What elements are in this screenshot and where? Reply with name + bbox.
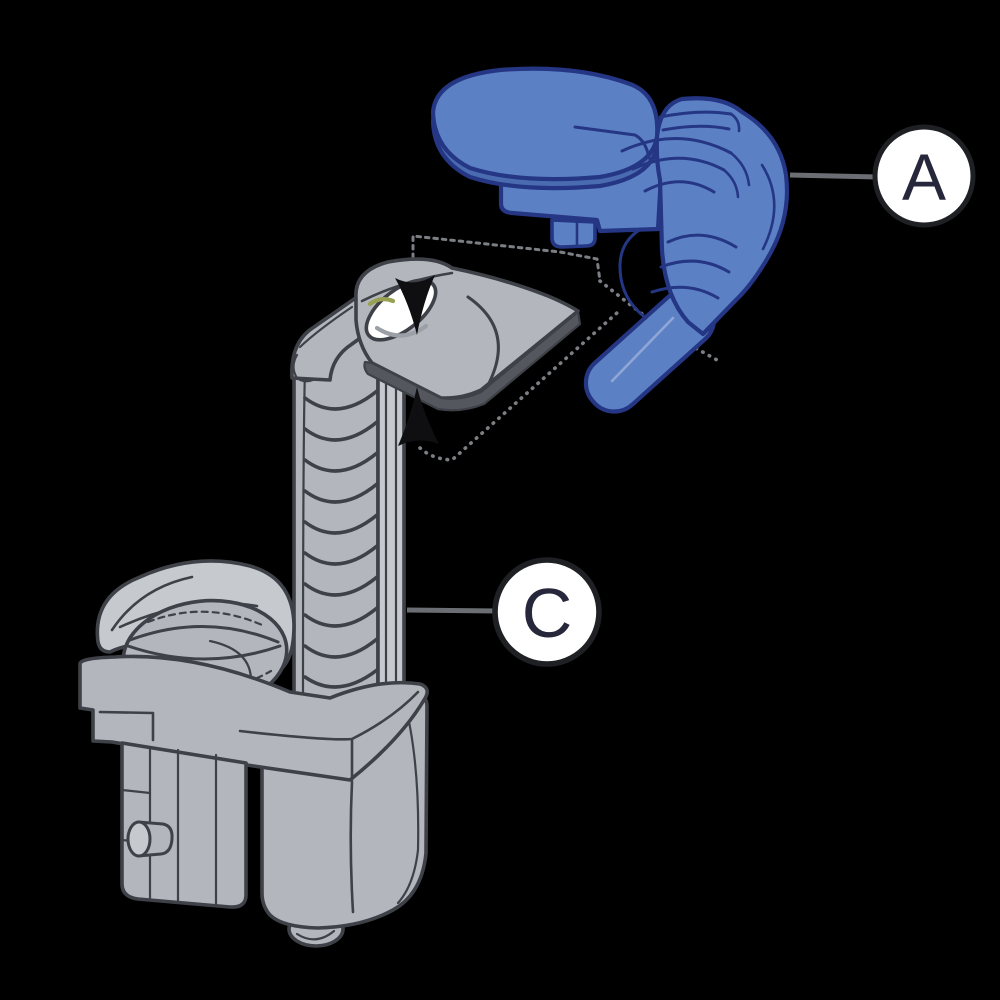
- dish-rim-line: [126, 644, 282, 661]
- neck-tip-line: [292, 353, 317, 383]
- rib-line: [303, 513, 379, 535]
- leader-line-a: [789, 172, 879, 180]
- dish-stipple-arc: [146, 610, 264, 627]
- contour-line: [631, 156, 726, 172]
- rib-line: [303, 544, 379, 566]
- contour-line: [650, 285, 720, 300]
- hole-shadow-arc: [374, 323, 429, 338]
- arm-highlight-line: [610, 316, 675, 383]
- contour-line: [618, 227, 648, 320]
- hook-clamp: [654, 96, 790, 337]
- callout-c-label: C: [522, 574, 573, 652]
- plate-crease-line: [466, 295, 500, 389]
- contour-line: [643, 180, 716, 194]
- rib-line: [303, 575, 379, 597]
- locking-pin-cap: [126, 820, 152, 858]
- rib-line: [303, 451, 379, 473]
- slab-right-crease: [396, 698, 420, 905]
- plate-under-edge: [363, 310, 582, 412]
- rib-line: [303, 606, 379, 628]
- hole-glint: [367, 296, 396, 307]
- shell-fold-line: [110, 575, 194, 632]
- rib-line: [303, 482, 379, 504]
- part-a-chin-support: [430, 66, 790, 414]
- contour-line: [661, 124, 731, 132]
- contour-line: [666, 233, 738, 249]
- rib-line: [303, 420, 379, 442]
- part-a-contour-lines: [573, 110, 776, 320]
- contour-line: [722, 168, 740, 199]
- dish-rim-line: [128, 625, 280, 644]
- oval-top-plate: [430, 66, 660, 182]
- rib-line: [303, 637, 379, 659]
- collar-notch: [98, 710, 155, 742]
- callout-a-label: A: [902, 140, 946, 214]
- down-arrow-icon: [395, 275, 435, 335]
- contour-line: [620, 137, 733, 155]
- bite-peg: [550, 218, 597, 249]
- column-ribs: [303, 389, 379, 689]
- base-unit: [78, 559, 429, 948]
- contour-line: [729, 151, 751, 187]
- callout-a-circle: [872, 124, 976, 228]
- contour-line: [729, 112, 741, 133]
- guide-diagonal-upper-left: [598, 279, 648, 319]
- callouts: A C: [406, 124, 976, 667]
- guide-dashed-box: [411, 234, 602, 283]
- block-ledge-line: [120, 788, 152, 795]
- rib-line: [303, 668, 379, 689]
- slab-crease: [349, 780, 355, 914]
- insertion-arrows: [395, 275, 439, 446]
- contour-line: [658, 110, 733, 119]
- base-foot-line: [295, 929, 336, 941]
- contour-line: [760, 163, 776, 251]
- up-arrow-icon: [398, 387, 439, 446]
- contour-line: [659, 259, 731, 274]
- neck-line: [298, 305, 354, 349]
- leader-line-c: [406, 607, 498, 614]
- callout-c-circle: [492, 557, 602, 667]
- rib-line: [303, 389, 379, 411]
